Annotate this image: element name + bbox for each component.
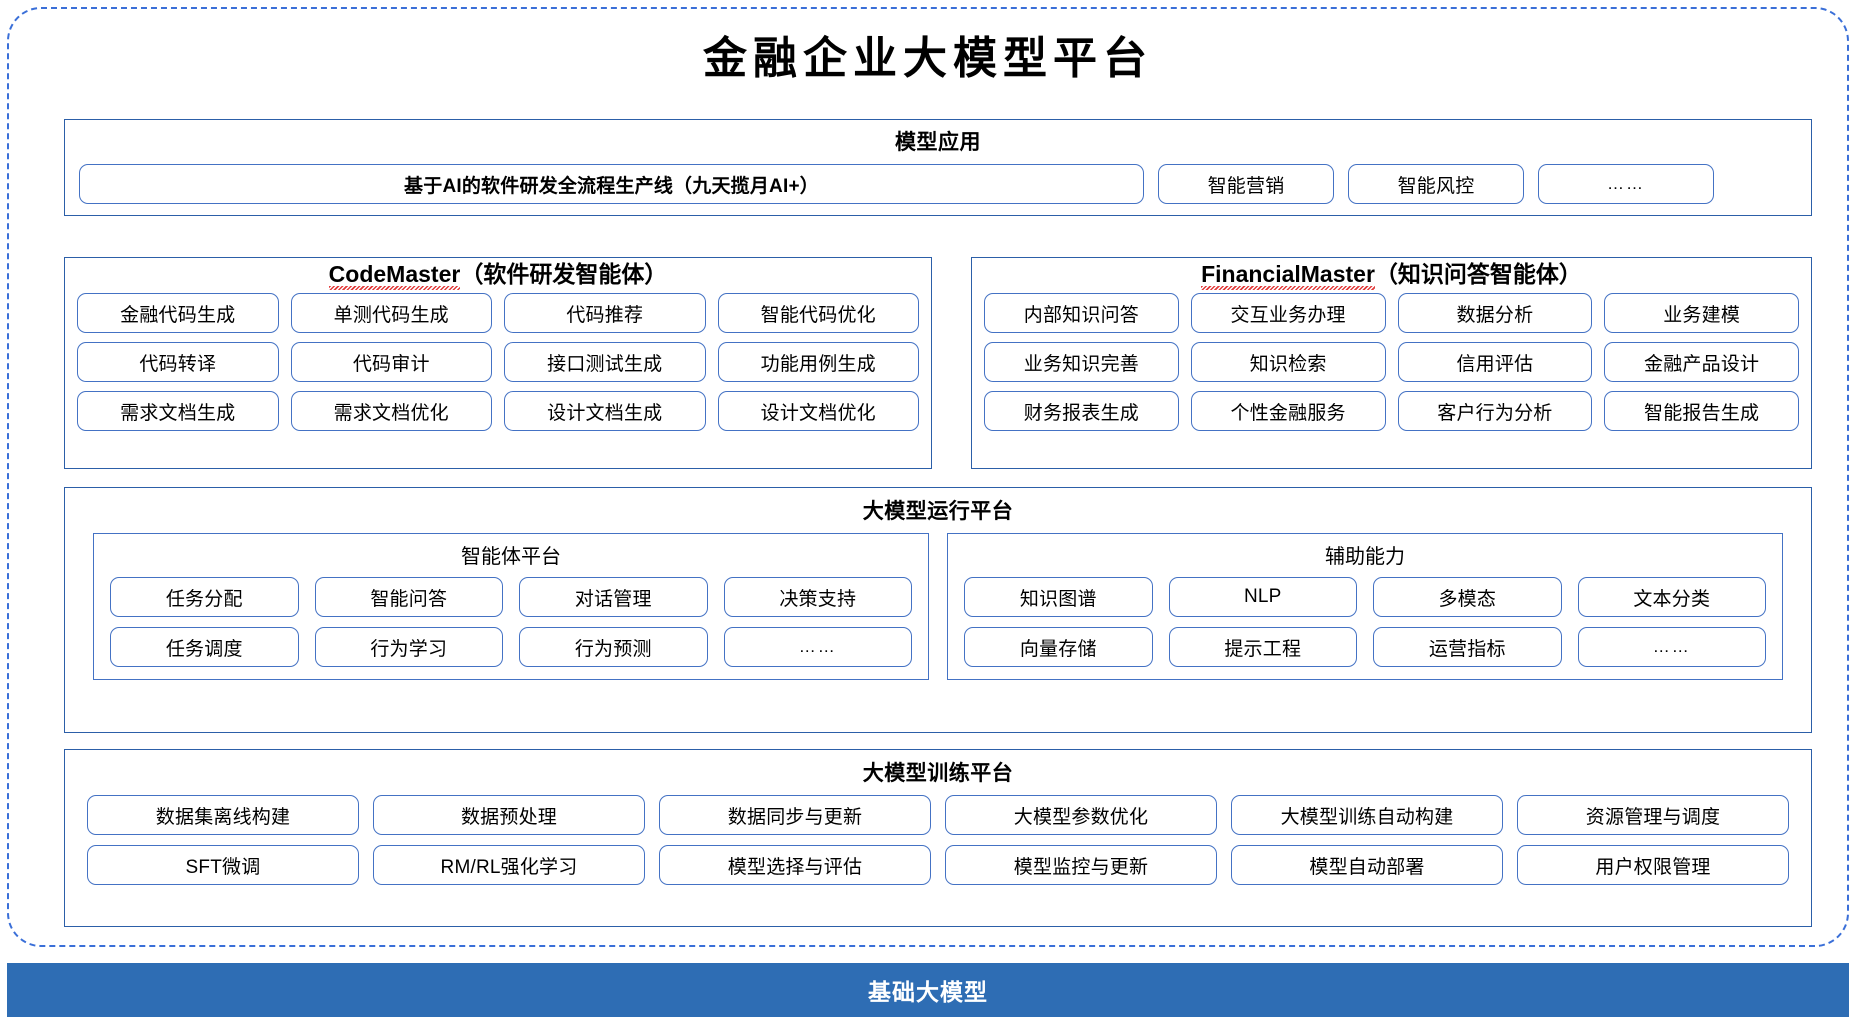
capability-item[interactable]: 需求文档优化 [290, 391, 492, 432]
app-smart-risk-control[interactable]: 智能风控 [1348, 164, 1524, 204]
section-title-model-applications: 模型应用 [895, 131, 981, 154]
capability-item[interactable]: 设计文档优化 [717, 391, 919, 432]
capability-item[interactable]: 个性金融服务 [1190, 391, 1386, 432]
auxiliary-capability-item-grid: 知识图谱 NLP 多模态 文本分类 向量存储 提示工程 运营指标 …… [964, 577, 1766, 667]
training-item[interactable]: 数据集离线构建 [87, 795, 359, 835]
agent-name-en-financialmaster: FinancialMaster [1201, 261, 1375, 291]
capability-item[interactable]: 交互业务办理 [1190, 293, 1386, 334]
agent-name-cn-codemaster: （软件研发智能体） [460, 261, 668, 287]
capability-item[interactable]: 业务知识完善 [984, 342, 1179, 383]
foundation-model-bar: 基础大模型 [7, 963, 1849, 1017]
capability-item[interactable]: 金融产品设计 [1604, 342, 1799, 383]
section-title-runtime-platform: 大模型运行平台 [862, 500, 1014, 523]
codemaster-capability-grid: 金融代码生成 单测代码生成 代码推荐 智能代码优化 代码转译 代码审计 接口测试… [65, 287, 931, 432]
runtime-item[interactable]: 任务调度 [110, 627, 299, 667]
runtime-subpanels: 智能体平台 任务分配 智能问答 对话管理 决策支持 任务调度 行为学习 行为预测… [65, 525, 1811, 680]
capability-item[interactable]: 代码推荐 [504, 293, 706, 334]
app-ai-rnd-pipeline[interactable]: 基于AI的软件研发全流程生产线（九天揽月AI+） [79, 164, 1144, 204]
capability-item[interactable]: 智能报告生成 [1604, 391, 1799, 432]
training-item[interactable]: 资源管理与调度 [1517, 795, 1789, 835]
application-items-row: 基于AI的软件研发全流程生产线（九天揽月AI+） 智能营销 智能风控 …… [65, 156, 1811, 204]
section-financialmaster-agent: FinancialMaster（知识问答智能体） 内部知识问答 交互业务办理 数… [971, 257, 1812, 469]
agent-title-codemaster: CodeMaster（软件研发智能体） [65, 261, 931, 291]
runtime-item[interactable]: 文本分类 [1577, 577, 1766, 617]
agent-platform-item-grid: 任务分配 智能问答 对话管理 决策支持 任务调度 行为学习 行为预测 …… [110, 577, 912, 667]
subpanel-title-agent-platform: 智能体平台 [461, 546, 561, 568]
runtime-item[interactable]: 决策支持 [723, 577, 912, 617]
agent-title-financialmaster: FinancialMaster（知识问答智能体） [972, 261, 1811, 291]
runtime-item[interactable]: 提示工程 [1168, 627, 1357, 667]
runtime-item[interactable]: 任务分配 [110, 577, 299, 617]
app-smart-marketing[interactable]: 智能营销 [1158, 164, 1334, 204]
capability-item[interactable]: 代码审计 [290, 342, 492, 383]
runtime-item[interactable]: 向量存储 [964, 627, 1153, 667]
capability-item[interactable]: 金融代码生成 [77, 293, 279, 334]
runtime-item[interactable]: NLP [1168, 577, 1357, 617]
capability-item[interactable]: 功能用例生成 [717, 342, 919, 383]
training-item-grid: 数据集离线构建 数据预处理 数据同步与更新 大模型参数优化 大模型训练自动构建 … [65, 787, 1811, 885]
runtime-item-ellipsis[interactable]: …… [723, 627, 912, 667]
training-item[interactable]: SFT微调 [87, 845, 359, 885]
capability-item[interactable]: 单测代码生成 [290, 293, 492, 334]
capability-item[interactable]: 代码转译 [77, 342, 279, 383]
training-item[interactable]: 大模型训练自动构建 [1231, 795, 1503, 835]
runtime-item[interactable]: 多模态 [1373, 577, 1562, 617]
training-item[interactable]: 模型自动部署 [1231, 845, 1503, 885]
runtime-item-ellipsis[interactable]: …… [1577, 627, 1766, 667]
runtime-item[interactable]: 对话管理 [519, 577, 708, 617]
subpanel-title-auxiliary-capabilities: 辅助能力 [1325, 546, 1405, 568]
capability-item[interactable]: 接口测试生成 [504, 342, 706, 383]
runtime-item[interactable]: 行为学习 [314, 627, 503, 667]
capability-item[interactable]: 需求文档生成 [77, 391, 279, 432]
training-item[interactable]: RM/RL强化学习 [373, 845, 645, 885]
financialmaster-capability-grid: 内部知识问答 交互业务办理 数据分析 业务建模 业务知识完善 知识检索 信用评估… [972, 287, 1811, 432]
capability-item[interactable]: 业务建模 [1604, 293, 1799, 334]
training-item[interactable]: 模型选择与评估 [659, 845, 931, 885]
capability-item[interactable]: 设计文档生成 [504, 391, 706, 432]
training-item[interactable]: 数据同步与更新 [659, 795, 931, 835]
section-codemaster-agent: CodeMaster（软件研发智能体） 金融代码生成 单测代码生成 代码推荐 智… [64, 257, 932, 469]
subpanel-auxiliary-capabilities: 辅助能力 知识图谱 NLP 多模态 文本分类 向量存储 提示工程 运营指标 …… [947, 533, 1783, 680]
runtime-item[interactable]: 知识图谱 [964, 577, 1153, 617]
platform-frame: 金融企业大模型平台 模型应用 基于AI的软件研发全流程生产线（九天揽月AI+） … [7, 7, 1849, 947]
runtime-item[interactable]: 行为预测 [519, 627, 708, 667]
app-more-ellipsis[interactable]: …… [1538, 164, 1714, 204]
training-item[interactable]: 模型监控与更新 [945, 845, 1217, 885]
runtime-item[interactable]: 智能问答 [314, 577, 503, 617]
subpanel-agent-platform: 智能体平台 任务分配 智能问答 对话管理 决策支持 任务调度 行为学习 行为预测… [93, 533, 929, 680]
runtime-item[interactable]: 运营指标 [1373, 627, 1562, 667]
capability-item[interactable]: 智能代码优化 [717, 293, 919, 334]
training-item[interactable]: 大模型参数优化 [945, 795, 1217, 835]
capability-item[interactable]: 内部知识问答 [984, 293, 1179, 334]
section-model-applications: 模型应用 基于AI的软件研发全流程生产线（九天揽月AI+） 智能营销 智能风控 … [64, 119, 1812, 216]
capability-item[interactable]: 信用评估 [1397, 342, 1593, 383]
training-item[interactable]: 用户权限管理 [1517, 845, 1789, 885]
section-runtime-platform: 大模型运行平台 智能体平台 任务分配 智能问答 对话管理 决策支持 任务调度 行… [64, 487, 1812, 733]
capability-item[interactable]: 客户行为分析 [1397, 391, 1593, 432]
capability-item[interactable]: 知识检索 [1190, 342, 1386, 383]
page-title: 金融企业大模型平台 [703, 34, 1153, 83]
section-training-platform: 大模型训练平台 数据集离线构建 数据预处理 数据同步与更新 大模型参数优化 大模… [64, 749, 1812, 927]
agent-name-en-codemaster: CodeMaster [328, 261, 461, 291]
agent-name-cn-financialmaster: （知识问答智能体） [1374, 261, 1582, 287]
training-item[interactable]: 数据预处理 [373, 795, 645, 835]
foundation-model-label: 基础大模型 [868, 979, 988, 1005]
section-title-training-platform: 大模型训练平台 [862, 762, 1014, 785]
capability-item[interactable]: 财务报表生成 [984, 391, 1179, 432]
capability-item[interactable]: 数据分析 [1397, 293, 1593, 334]
